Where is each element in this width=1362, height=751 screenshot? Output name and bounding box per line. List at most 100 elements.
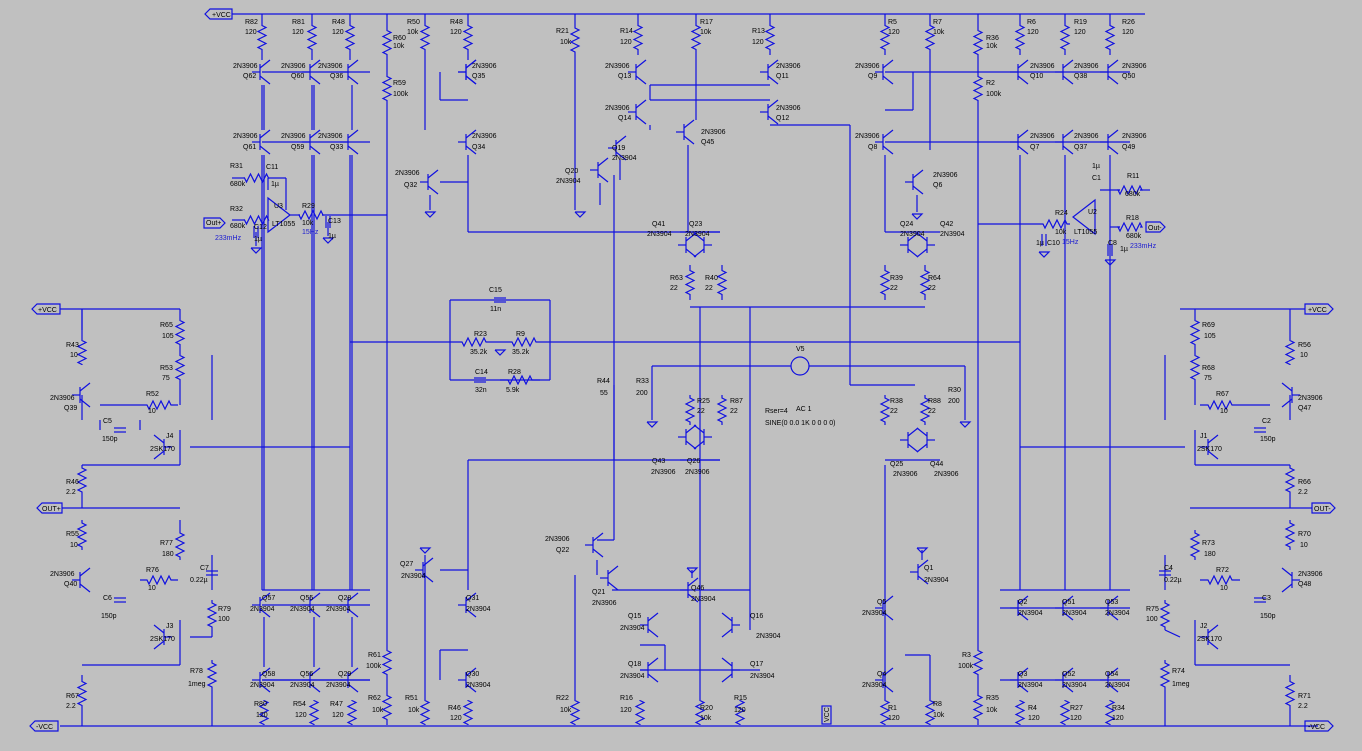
svg-text:R69: R69 [1202, 322, 1215, 329]
svg-text:120: 120 [450, 715, 462, 722]
flag-pos-vcc-left[interactable]: +VCC [31, 303, 61, 315]
flag-neg-vcc-right[interactable]: -VCC [1304, 720, 1334, 732]
flag-out-mid-left[interactable]: Out+ [203, 217, 226, 229]
svg-text:10k: 10k [408, 707, 420, 714]
svg-text:VCC: VCC [824, 707, 831, 722]
svg-text:150p: 150p [1260, 436, 1276, 443]
transistor [1207, 434, 1219, 444]
flag-vcc-bottom[interactable]: VCC [821, 705, 832, 725]
flag-pos-vcc-right[interactable]: +VCC [1304, 303, 1334, 315]
transistor [465, 667, 477, 677]
svg-text:2N3904: 2N3904 [326, 682, 351, 689]
ground [1038, 251, 1051, 258]
svg-text:R34: R34 [1112, 705, 1125, 712]
resistor [1117, 221, 1143, 233]
svg-text:Q38: Q38 [1074, 73, 1087, 80]
svg-text:Q8: Q8 [868, 144, 877, 151]
resistor [919, 395, 931, 425]
svg-text:2N3904: 2N3904 [326, 606, 351, 613]
resistor [684, 265, 696, 300]
transistor [153, 640, 165, 650]
transistor [721, 657, 733, 667]
svg-text:R26: R26 [1122, 19, 1135, 26]
svg-text:120: 120 [620, 707, 632, 714]
svg-text:10: 10 [1300, 352, 1308, 359]
svg-text:150p: 150p [1260, 613, 1276, 620]
svg-text:2N3904: 2N3904 [1105, 610, 1130, 617]
svg-text:150p: 150p [101, 613, 117, 620]
svg-text:Q33: Q33 [330, 144, 343, 151]
svg-text:R76: R76 [146, 567, 159, 574]
svg-text:Q24: Q24 [900, 221, 913, 228]
svg-text:Q58: Q58 [262, 671, 275, 678]
transistor [592, 532, 604, 542]
transistor [465, 145, 477, 155]
svg-text:120: 120 [888, 715, 900, 722]
transistor [1017, 145, 1029, 155]
transistor [1207, 624, 1219, 634]
transistor [1017, 667, 1029, 677]
resistor [498, 336, 550, 348]
svg-text:C14: C14 [475, 369, 488, 376]
svg-text:R14: R14 [620, 28, 633, 35]
svg-text:2N3904: 2N3904 [685, 231, 710, 238]
svg-text:10k: 10k [933, 29, 945, 36]
resistor [1284, 675, 1296, 712]
svg-text:10k: 10k [393, 43, 405, 50]
svg-text:R47: R47 [330, 701, 343, 708]
svg-text:2.2: 2.2 [1298, 489, 1308, 496]
svg-text:10: 10 [70, 352, 78, 359]
svg-text:R80: R80 [254, 701, 267, 708]
svg-text:R54: R54 [293, 701, 306, 708]
transistor [259, 667, 271, 677]
svg-text:22: 22 [890, 285, 898, 292]
transistor [647, 657, 659, 667]
transistor [422, 573, 434, 583]
svg-text:Q3: Q3 [1018, 671, 1027, 678]
svg-text:R73: R73 [1202, 540, 1215, 547]
svg-text:2N3904: 2N3904 [290, 606, 315, 613]
svg-text:Q31: Q31 [466, 595, 479, 602]
svg-text:Q40: Q40 [64, 581, 77, 588]
voltage-source [790, 356, 810, 376]
svg-text:Q13: Q13 [618, 73, 631, 80]
flag-neg-vcc-left[interactable]: -VCC [29, 720, 59, 732]
svg-text:R87: R87 [730, 398, 743, 405]
resistor [308, 699, 320, 726]
transistor [259, 592, 271, 602]
svg-text:C10: C10 [1047, 240, 1060, 247]
svg-text:R4: R4 [1028, 705, 1037, 712]
resistor [1059, 699, 1071, 726]
svg-text:15Hz: 15Hz [1062, 239, 1079, 246]
svg-text:R38: R38 [890, 398, 903, 405]
flag-out-mid-right[interactable]: Out- [1145, 221, 1166, 233]
resistor [256, 20, 268, 55]
svg-text:J4: J4 [166, 433, 174, 440]
svg-text:22: 22 [928, 285, 936, 292]
flag-out-minus-right[interactable]: OUT- [1311, 502, 1336, 514]
transistor [153, 624, 165, 634]
svg-text:R20: R20 [700, 705, 713, 712]
svg-text:2N3904: 2N3904 [612, 155, 637, 162]
resistor [174, 319, 186, 346]
transistor [347, 683, 359, 693]
flag-pos-vcc-top[interactable]: +VCC [204, 8, 233, 20]
transistor [721, 628, 733, 638]
resistor [1200, 399, 1240, 411]
svg-text:Q25: Q25 [890, 461, 903, 468]
svg-text:R27: R27 [1070, 705, 1083, 712]
svg-text:V5: V5 [796, 346, 805, 353]
resistor [140, 574, 178, 586]
svg-text:10k: 10k [700, 715, 712, 722]
svg-text:2N3906: 2N3906 [685, 469, 710, 476]
svg-text:R70: R70 [1298, 531, 1311, 538]
transistor [1017, 595, 1029, 605]
svg-text:2N3904: 2N3904 [1105, 682, 1130, 689]
svg-text:2.2: 2.2 [1298, 703, 1308, 710]
svg-text:Q47: Q47 [1298, 405, 1311, 412]
svg-text:Q6: Q6 [933, 182, 942, 189]
flag-out-plus-left[interactable]: OUT+ [36, 502, 63, 514]
